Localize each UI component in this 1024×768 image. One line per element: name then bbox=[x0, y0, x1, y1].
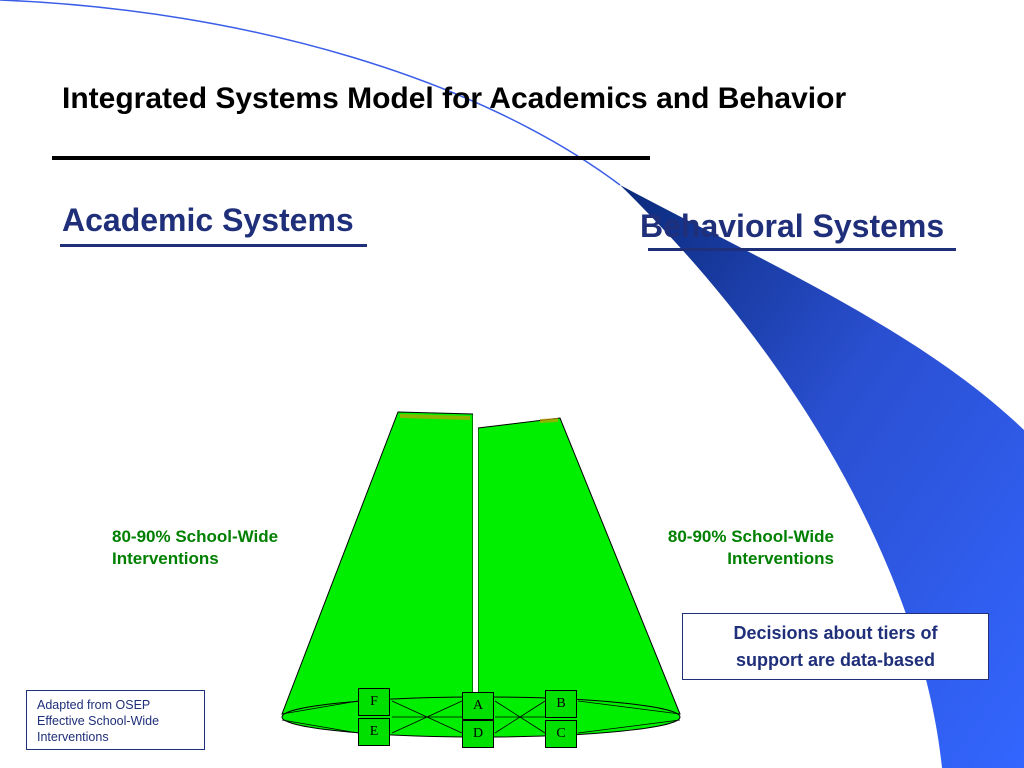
label-line: 80-90% School-Wide bbox=[112, 527, 279, 546]
tier-box-d: D bbox=[462, 720, 494, 748]
tier-box-e: E bbox=[358, 718, 390, 746]
tier-box-a: A bbox=[462, 692, 494, 720]
behavioral-systems-heading: Behavioral Systems bbox=[640, 208, 945, 244]
academic-tier-label: 80-90% School-Wide Interventions bbox=[112, 526, 332, 570]
source-note-line: Interventions bbox=[37, 730, 109, 744]
title-underline bbox=[52, 156, 650, 160]
decision-note-line: support are data-based bbox=[735, 650, 936, 670]
tier-box-b: B bbox=[545, 690, 577, 718]
academic-systems-heading: Academic Systems bbox=[62, 202, 354, 238]
decision-note-line: Decisions about tiers of bbox=[733, 623, 938, 643]
page-title: Integrated Systems Model for Academics a… bbox=[62, 82, 847, 115]
behavioral-heading-underline bbox=[648, 248, 956, 251]
academic-heading-underline bbox=[60, 244, 367, 247]
label-line: Interventions bbox=[112, 549, 219, 568]
behavioral-tier-label: 80-90% School-Wide Interventions bbox=[614, 526, 834, 570]
tier-box-c: C bbox=[545, 720, 577, 748]
label-line: 80-90% School-Wide bbox=[667, 527, 834, 546]
source-note-box: Adapted from OSEP Effective School-Wide … bbox=[26, 690, 205, 750]
decision-note-box: Decisions about tiers of support are dat… bbox=[682, 613, 989, 680]
label-line: Interventions bbox=[727, 549, 834, 568]
tier-divider bbox=[473, 410, 478, 715]
source-note-line: Adapted from OSEP bbox=[37, 698, 151, 712]
tier-box-f: F bbox=[358, 688, 390, 716]
blue-arc-line bbox=[0, 0, 621, 186]
blue-swoosh bbox=[620, 185, 1024, 768]
source-note-line: Effective School-Wide bbox=[37, 714, 160, 728]
